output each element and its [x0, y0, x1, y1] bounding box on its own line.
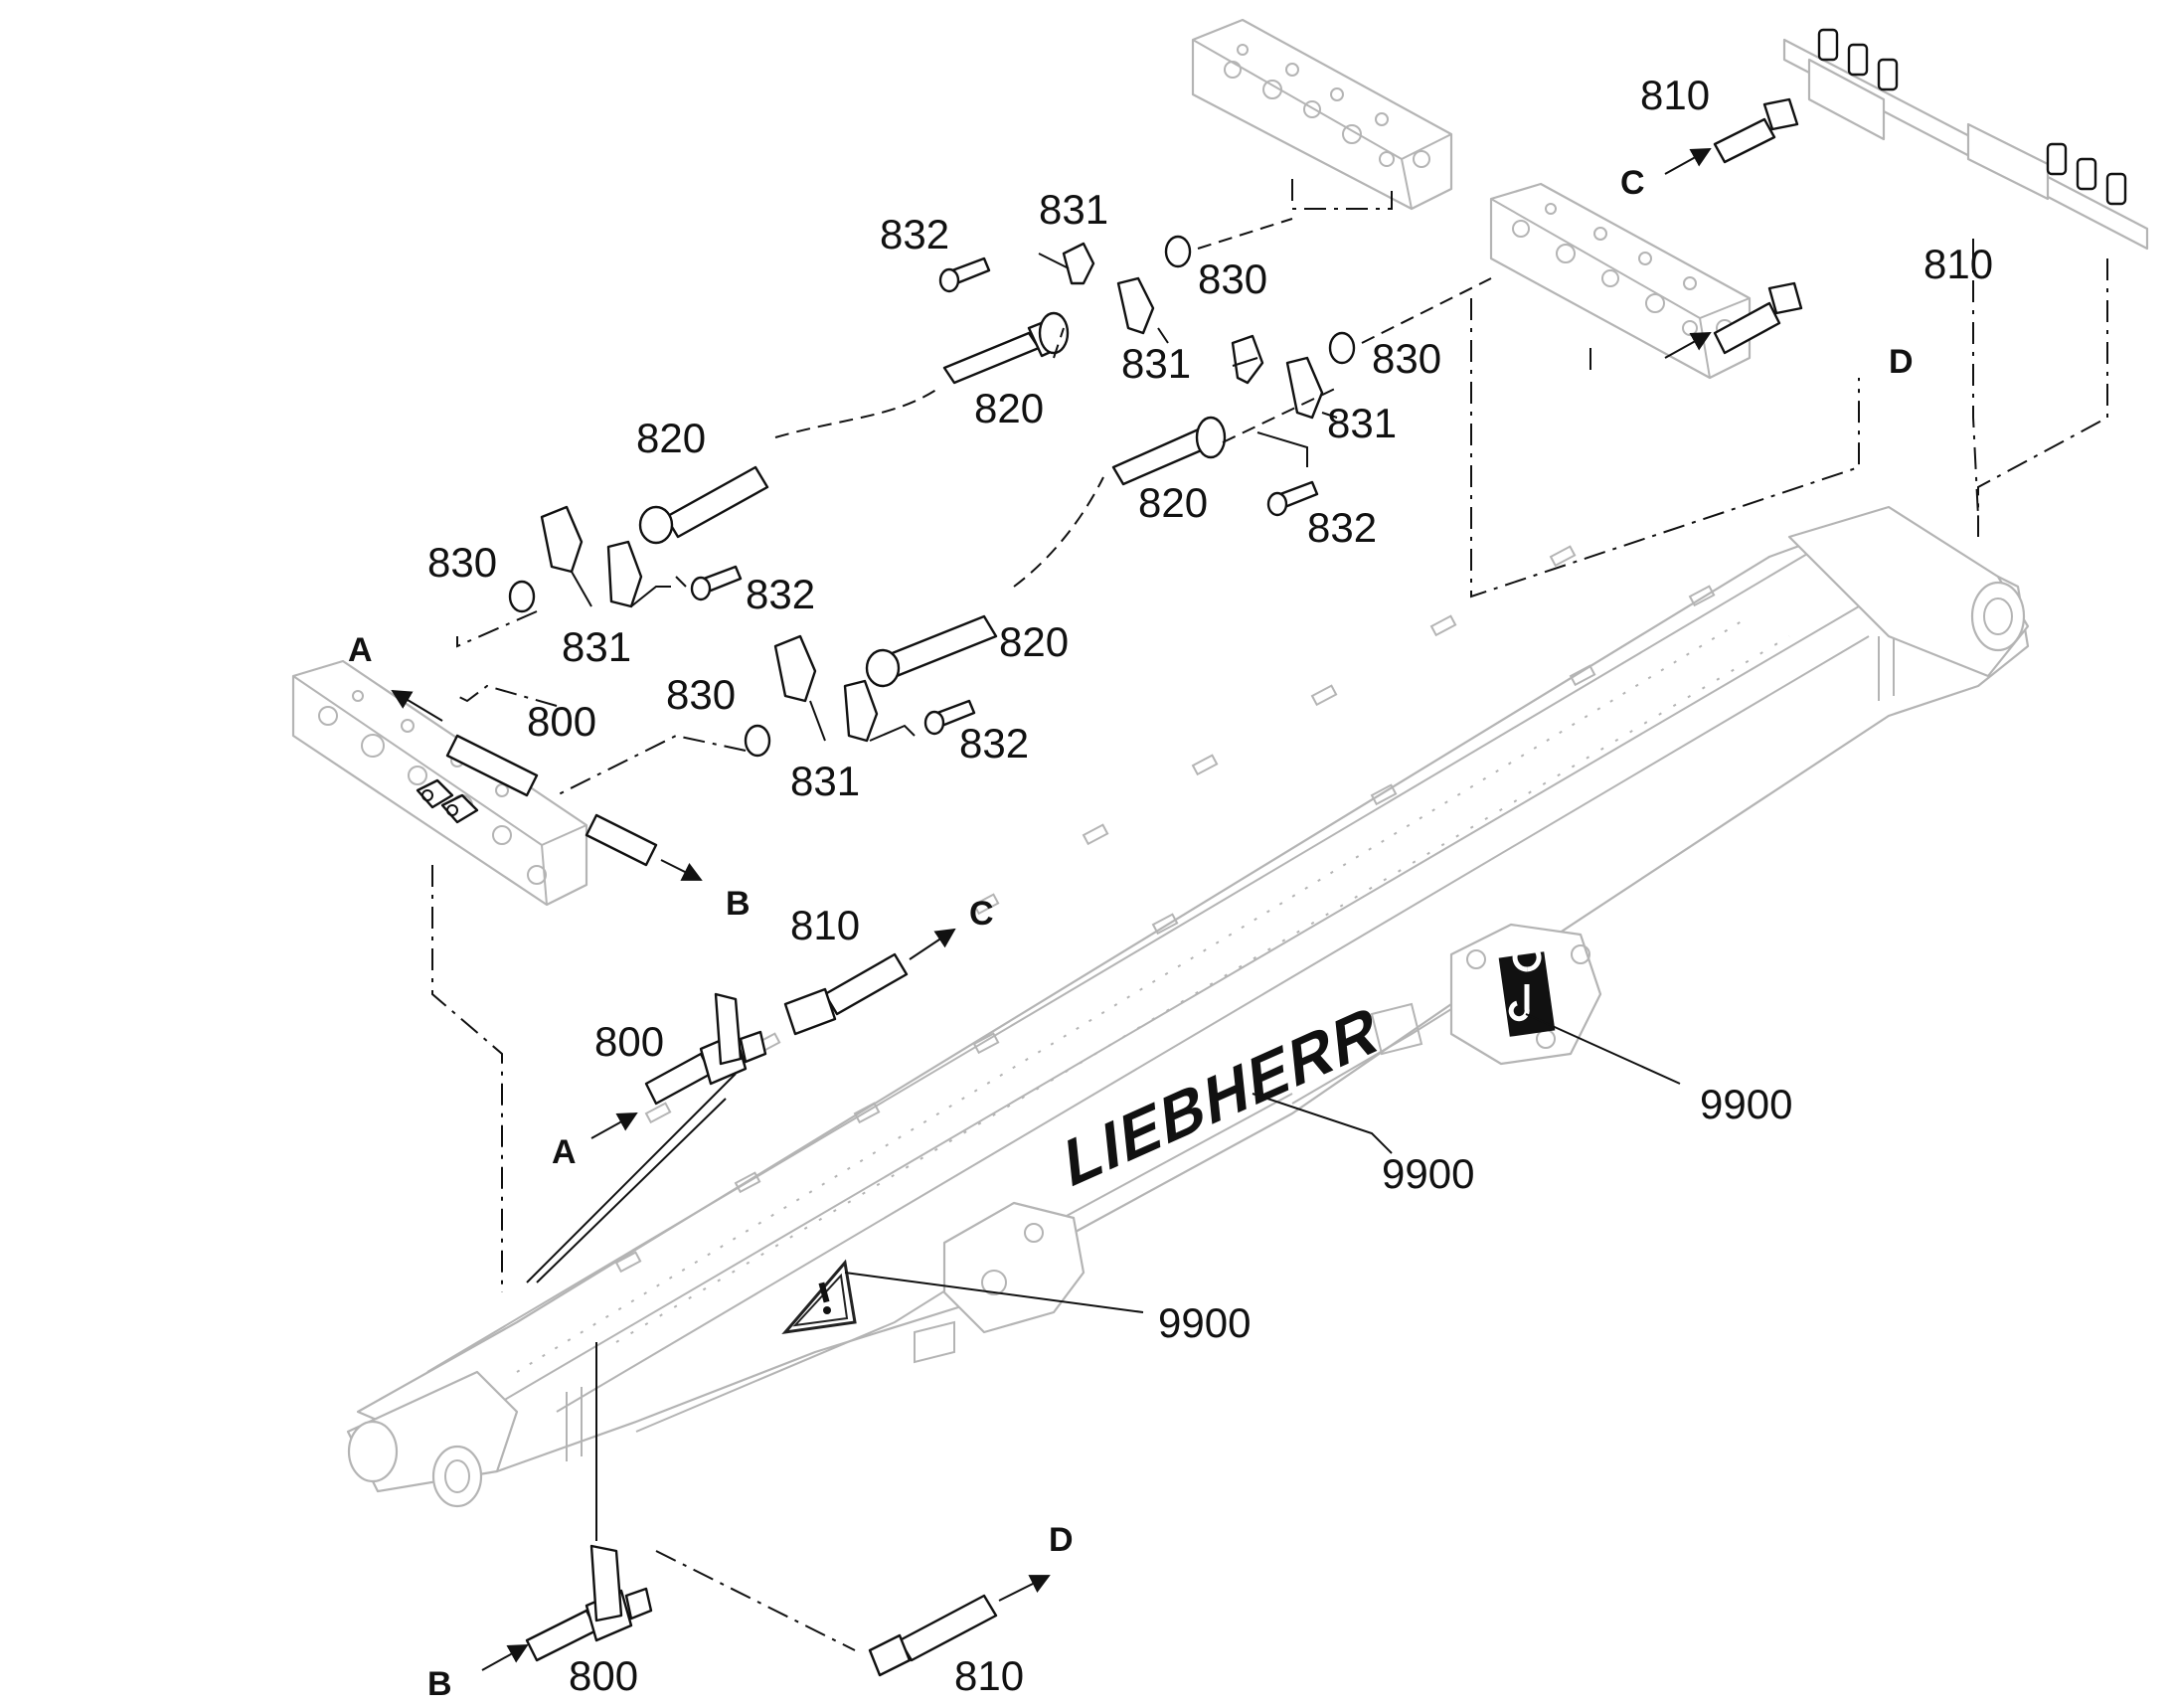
label-820-left: 820: [636, 415, 706, 461]
hose-820-right: [1111, 416, 1227, 486]
boom-arm: [346, 505, 2030, 1508]
hose-820-left: [638, 465, 769, 545]
hose-820-lower: [865, 614, 998, 688]
label-810-middle: 810: [790, 902, 860, 948]
label-831-top: 831: [1039, 186, 1108, 233]
o-rings-830: [508, 235, 1356, 758]
label-800-b: 800: [569, 1652, 638, 1699]
letter-d-bottom: D: [1049, 1521, 1074, 1559]
block-fittings: [416, 778, 479, 824]
label-9900-hook: 9900: [1700, 1081, 1792, 1127]
valve-block-middle-right: [1489, 182, 1752, 380]
label-820-right: 820: [1138, 479, 1208, 526]
warning-triangle-decal: [781, 1259, 857, 1335]
valve-block-top-center: [1191, 18, 1453, 211]
label-800-a: 800: [594, 1018, 664, 1065]
hose-820-upper: [942, 311, 1070, 385]
label-831-mid-upper: 831: [1121, 340, 1191, 387]
letter-b-top: B: [726, 885, 751, 923]
hose-810-top-d: [1713, 281, 1803, 355]
label-832-left: 832: [746, 571, 815, 617]
label-830-mid: 830: [666, 671, 736, 718]
dash-lines: [431, 179, 2108, 1651]
label-820-lower: 820: [999, 618, 1069, 665]
fitting-800-a: [644, 992, 767, 1106]
bolts-832: [690, 256, 1319, 736]
arrows: [391, 148, 1712, 1671]
leader-lines: [571, 253, 1681, 1313]
label-810-top-c: 810: [1640, 72, 1710, 118]
hose-800-block: [445, 734, 658, 867]
hose-810-bottom: [868, 1594, 998, 1677]
fitting-800-b: [525, 1544, 653, 1662]
label-810-top-d: 810: [1923, 241, 1993, 287]
label-810-bottom: 810: [954, 1652, 1024, 1699]
top-right-bracket-rail: [1782, 28, 2149, 251]
hook-symbol-decal: [1498, 942, 1556, 1037]
label-830-top: 830: [1198, 256, 1267, 302]
letter-a-top: A: [348, 631, 373, 669]
label-830-left: 830: [427, 539, 497, 586]
letter-c-top: C: [1620, 164, 1645, 202]
valve-block-left: [291, 659, 588, 907]
letter-a-bottom: A: [552, 1133, 577, 1171]
label-831-mid: 831: [790, 758, 860, 804]
label-832-mid: 832: [959, 720, 1029, 767]
label-9900-logo: 9900: [1382, 1150, 1474, 1197]
hose-810-middle: [783, 952, 909, 1036]
label-831-left: 831: [562, 623, 631, 670]
label-800-block: 800: [527, 698, 596, 745]
label-832-right: 832: [1307, 504, 1377, 551]
hose-810-top-c: [1713, 97, 1799, 164]
letter-b-bottom: B: [427, 1665, 452, 1703]
label-832-top: 832: [880, 211, 949, 257]
label-830-right: 830: [1372, 335, 1441, 382]
letter-c-middle: C: [969, 895, 994, 933]
clamps-831: [540, 242, 1324, 743]
connection-letters: A B C A D B C D: [348, 164, 1914, 1703]
label-820-upper: 820: [974, 385, 1044, 431]
label-831-right: 831: [1327, 400, 1397, 446]
part-labels: 810 810 832 831 830 831 830 820 831 820 …: [427, 72, 1993, 1699]
letter-d-top: D: [1889, 343, 1914, 381]
label-9900-warning: 9900: [1158, 1299, 1251, 1346]
